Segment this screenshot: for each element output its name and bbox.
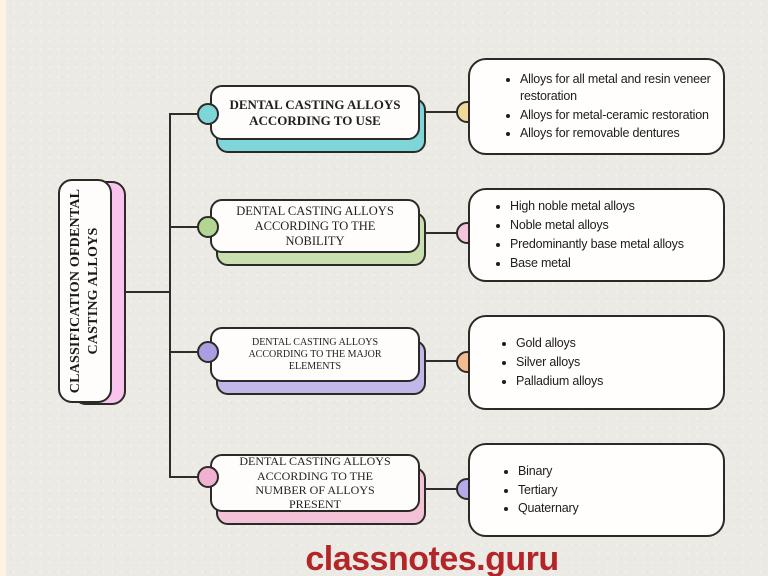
title-line: ACCORDING TO THE: [256, 468, 373, 483]
connector-root-to-trunk: [124, 291, 170, 293]
branch-left-connector-dot: [197, 341, 219, 363]
title-line: DENTAL CASTING ALLOYS: [251, 336, 379, 348]
title-line: CLASSIFICATION OF: [67, 247, 83, 394]
branch-content-box: Alloys for all metal and resin veneer re…: [468, 58, 725, 155]
branch-item-list: Gold alloysSilver alloysPalladium alloys: [470, 333, 723, 392]
title-line: DENTAL CASTING ALLOYS: [229, 96, 401, 112]
branch-left-connector-dot: [197, 466, 219, 488]
page-edge-strip: [0, 0, 6, 576]
list-item: Alloys for metal-ceramic restoration: [520, 107, 715, 124]
list-item: Palladium alloys: [516, 373, 715, 390]
list-item: Predominantly base metal alloys: [510, 236, 715, 253]
list-item: Noble metal alloys: [510, 217, 715, 234]
branch-content-box: BinaryTertiaryQuaternary: [468, 443, 725, 537]
list-item: Gold alloys: [516, 335, 715, 352]
connector-link-major-elements: [420, 360, 458, 362]
connector-trunk: [169, 113, 171, 478]
branch-left-connector-dot: [197, 103, 219, 125]
list-item: Silver alloys: [516, 354, 715, 371]
branch-item-list: BinaryTertiaryQuaternary: [470, 461, 723, 520]
connector-link-use: [420, 111, 458, 113]
list-item: Tertiary: [518, 482, 715, 499]
branch-content-box: Gold alloysSilver alloysPalladium alloys: [468, 315, 725, 410]
connector-stub-number: [170, 476, 199, 478]
title-line: NOBILITY: [285, 233, 345, 248]
list-item: Quaternary: [518, 500, 715, 517]
branch-content-box: High noble metal alloysNoble metal alloy…: [468, 188, 725, 282]
watermark-text: classnotes.guru: [305, 540, 559, 576]
title-line: DENTAL CASTING ALLOYS: [236, 203, 394, 218]
title-line: ELEMENTS: [288, 360, 342, 372]
title-line: ACCORDING TO THE MAJOR: [248, 348, 382, 360]
branch-left-connector-dot: [197, 216, 219, 238]
list-item: Alloys for removable dentures: [520, 125, 715, 142]
connector-stub-major-elements: [170, 351, 199, 353]
title-line: DENTAL CASTING ALLOYS: [239, 454, 391, 469]
root-node: CLASSIFICATION OFDENTAL CASTING ALLOYS: [58, 179, 112, 403]
list-item: Binary: [518, 463, 715, 480]
connector-stub-nobility: [170, 226, 199, 228]
title-line: ACCORDING TO THE: [254, 218, 376, 233]
list-item: Base metal: [510, 255, 715, 272]
list-item: High noble metal alloys: [510, 198, 715, 215]
connector-link-number: [420, 488, 458, 490]
connector-link-nobility: [420, 232, 458, 234]
title-line: PRESENT: [288, 497, 341, 512]
title-line: ACCORDING TO USE: [249, 112, 381, 128]
root-title: CLASSIFICATION OFDENTAL CASTING ALLOYS: [67, 183, 103, 399]
branch-item-list: Alloys for all metal and resin veneer re…: [470, 69, 723, 145]
title-line: NUMBER OF ALLOYS: [255, 483, 375, 497]
connector-stub-use: [170, 113, 199, 115]
list-item: Alloys for all metal and resin veneer re…: [520, 71, 715, 105]
branch-item-list: High noble metal alloysNoble metal alloy…: [470, 196, 723, 274]
